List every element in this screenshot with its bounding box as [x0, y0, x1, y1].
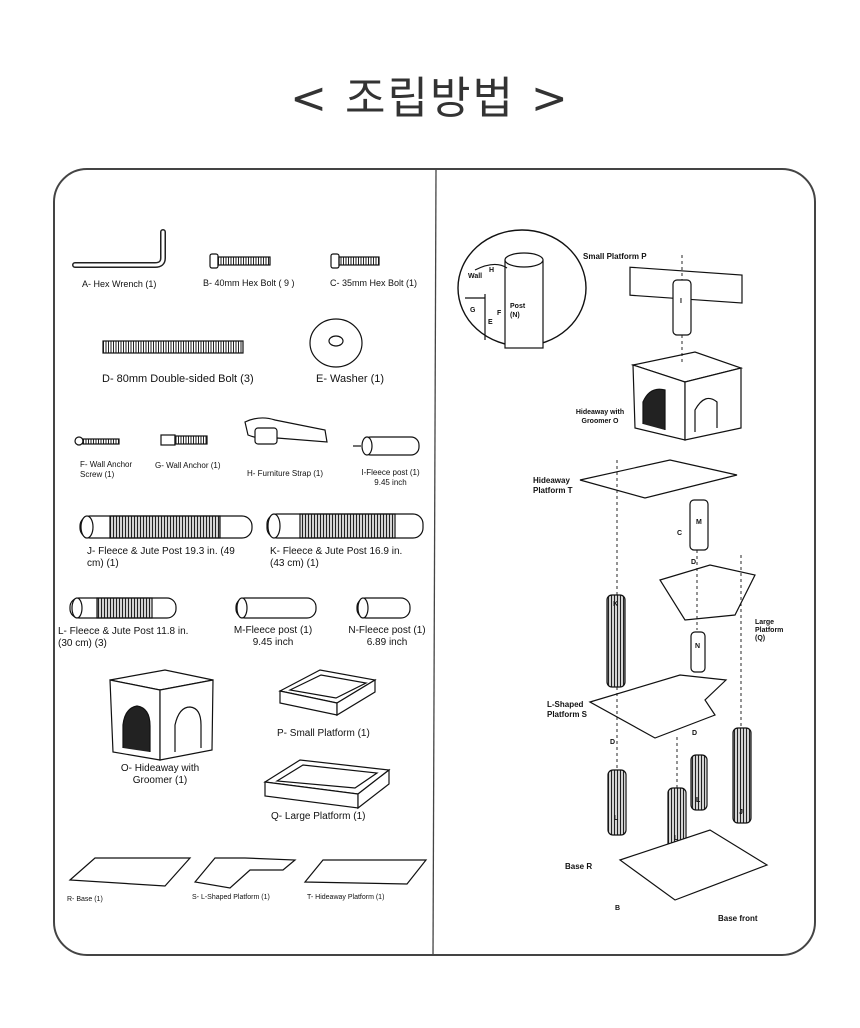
- label-assembly-base-front: Base front: [718, 914, 758, 923]
- label-double-bolt: D- 80mm Double-sided Bolt (3): [102, 373, 254, 385]
- label-assembly-l-shaped: L-Shaped Platform S: [547, 700, 588, 719]
- letter-m: M: [696, 519, 702, 526]
- jute-post-j-drawing: [79, 515, 253, 539]
- l-shaped-assembly: [588, 674, 728, 739]
- post-i-assembly: [672, 279, 692, 336]
- label-hideaway-platform: T- Hideaway Platform (1): [307, 894, 385, 901]
- label-wall-anchor-screw: F- Wall Anchor Screw (1): [80, 460, 133, 479]
- label-assembly-large-platform: Large Platform (Q): [755, 619, 784, 642]
- hideaway-assembly-drawing: [630, 351, 744, 441]
- label-hex-wrench: A- Hex Wrench (1): [82, 279, 157, 289]
- letter-d2: D: [610, 739, 616, 746]
- small-platform-p-drawing: [278, 669, 377, 717]
- double-bolt-drawing: [102, 340, 244, 354]
- label-jute-post-k: K- Fleece & Jute Post 16.9 in. (43 cm) (…: [270, 546, 403, 569]
- label-fleece-post-m: M-Fleece post (1) 9.45 inch: [233, 625, 313, 648]
- furniture-strap-drawing: [244, 417, 328, 445]
- label-jute-post-j: J- Fleece & Jute Post 19.3 in. (49 cm) (…: [87, 546, 235, 569]
- label-fleece-post-n: N-Fleece post (1) 6.89 inch: [348, 625, 426, 648]
- label-assembly-hideaway-platform: Hideaway Platform T: [533, 476, 573, 495]
- instruction-panel: A- Hex Wrench (1) B- 40mm Hex Bolt ( 9 )…: [53, 168, 816, 956]
- letter-c: C: [677, 530, 683, 537]
- bolt-40mm-drawing: [209, 253, 271, 269]
- parts-and-assembly-drawing: [68, 170, 769, 954]
- label-jute-post-l: L- Fleece & Jute Post 11.8 in. (30 cm) (…: [58, 626, 189, 649]
- label-bolt-35mm: C- 35mm Hex Bolt (1): [330, 278, 418, 288]
- letter-j: J: [739, 809, 743, 816]
- label-assembly-hideaway: Hideaway with Groomer O: [575, 409, 625, 425]
- fleece-post-n-drawing: [356, 597, 411, 619]
- letter-d1: D: [691, 559, 697, 566]
- page-title: < 조립방법 >: [290, 73, 570, 124]
- label-inset-wall: Wall: [468, 273, 483, 280]
- dashed-guide-lines: [616, 255, 742, 788]
- wall-anchor-screw-drawing: [74, 436, 120, 446]
- jute-post-l-drawing: [69, 597, 177, 619]
- hideaway-platform-assembly: [579, 459, 738, 499]
- label-assembly-base: Base R: [565, 862, 593, 871]
- washer-drawing: [309, 318, 363, 368]
- base-r-drawing: [68, 857, 192, 887]
- fleece-post-m-drawing: [235, 597, 317, 619]
- wall-anchor-drawing: [160, 434, 208, 446]
- label-wall-anchor: G- Wall Anchor (1): [155, 461, 221, 470]
- label-bolt-40mm: B- 40mm Hex Bolt ( 9 ): [203, 278, 295, 288]
- label-inset-post: Post (N): [510, 303, 526, 319]
- post-k-assembly: [606, 594, 626, 688]
- label-inset-h: H: [489, 267, 495, 274]
- letter-l3: L: [696, 797, 701, 804]
- hideaway-platform-t-drawing: [303, 859, 428, 885]
- label-l-shaped-platform: S- L-Shaped Platform (1): [192, 894, 270, 901]
- label-fleece-post-i: I-Fleece post (1) 9.45 inch: [361, 468, 420, 487]
- divider-line: [432, 170, 437, 954]
- large-platform-assembly: [659, 564, 756, 621]
- post-n-assembly: [690, 631, 706, 673]
- label-hideaway: O- Hideaway with Groomer (1): [120, 763, 200, 786]
- label-base: R- Base (1): [67, 896, 103, 903]
- bolt-35mm-drawing: [330, 253, 380, 269]
- letter-l2: L: [674, 835, 679, 842]
- label-small-platform: P- Small Platform (1): [277, 728, 370, 739]
- letter-b: B: [615, 905, 621, 912]
- post-l1-assembly: [607, 769, 627, 836]
- label-inset-g: G: [470, 307, 476, 314]
- letter-n: N: [695, 643, 701, 650]
- letter-l1: L: [614, 815, 619, 822]
- label-furniture-strap: H- Furniture Strap (1): [247, 469, 324, 478]
- label-inset-e: E: [488, 319, 493, 326]
- large-platform-q-drawing: [263, 759, 391, 810]
- post-m-assembly: [689, 499, 709, 551]
- label-large-platform: Q- Large Platform (1): [271, 811, 366, 822]
- hex-wrench-drawing: [72, 229, 166, 268]
- inset-wall-detail-drawing: [457, 229, 587, 349]
- jute-post-k-drawing: [266, 513, 424, 539]
- fleece-post-i-drawing: [353, 436, 420, 456]
- label-assembly-small-platform: Small Platform P: [583, 252, 647, 261]
- label-inset-f: F: [497, 310, 502, 317]
- label-washer: E- Washer (1): [316, 373, 385, 385]
- l-shaped-s-drawing: [193, 857, 297, 889]
- letter-d3: D: [692, 730, 698, 737]
- post-l3-assembly: [690, 754, 708, 811]
- letter-i: I: [680, 298, 682, 305]
- hideaway-cube-drawing: [109, 669, 214, 761]
- post-j-assembly: [732, 727, 752, 824]
- letter-k: K: [613, 601, 619, 608]
- base-assembly: [618, 829, 769, 901]
